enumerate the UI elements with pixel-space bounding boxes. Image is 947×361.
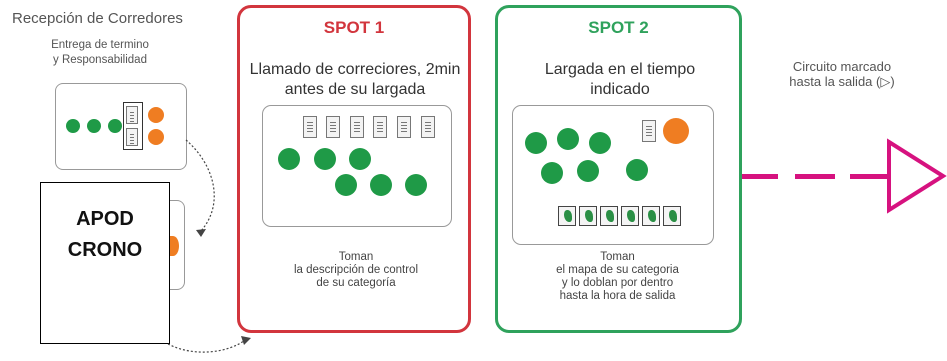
reception-subtitle-line2: y Responsabilidad [53,54,147,66]
desk-icon [123,102,143,150]
arrow-head-icon [241,336,251,345]
triangle-arrow-icon [887,138,947,214]
spot2-note-line3: y lo doblan por dentro [561,277,674,289]
runner-dot [66,119,80,133]
runner-dot [314,148,336,170]
runner-dot [349,148,371,170]
spot1-desc-line2: antes de su largada [284,81,426,98]
reception-subtitle: Entrega de termino y Responsabilidad [36,38,164,68]
runner-dot [405,174,427,196]
spot1-panel [262,105,452,227]
dashed-route-segment [850,174,888,179]
official-dot [663,118,689,144]
reception-title: Recepción de Corredores [12,10,183,27]
map-sheet-icon [600,206,618,226]
spot2-description: Largada en el tiempo indicado [505,60,735,100]
dashed-route-segment [795,174,835,179]
runner-dot [541,162,563,184]
dashed-route-segment [742,174,778,179]
runner-dot [626,159,648,181]
runner-dot [577,160,599,182]
hidden-panel-edge [167,200,185,290]
runner-dot [335,174,357,196]
spot2-note-line4: hasta la hora de salida [559,290,676,302]
spot2-title: SPOT 2 [588,18,649,37]
apod-line2: CRONO [67,239,143,261]
control-card-icon [350,116,364,138]
spot2-note-line2: el mapa de su categoria [556,264,679,276]
apod-line1: APOD [76,208,134,230]
official-dot [148,107,164,123]
runner-dot [370,174,392,196]
runner-dot [557,128,579,150]
spot1-desc-line1: Llamado de correciores, 2min [249,61,461,78]
apod-label: APOD CRONO [40,204,170,266]
map-sheet-icon [558,206,576,226]
map-sheet-icon [663,206,681,226]
spot1-note: Toman la descripción de control de su ca… [250,251,462,290]
circuit-line1: Circuito marcado [792,59,892,74]
curved-arrow [167,339,246,353]
control-card-icon [421,116,435,138]
official-dot [167,236,179,256]
control-card-icon [303,116,317,138]
runner-dot [87,119,101,133]
control-card-icon [326,116,340,138]
spot1-note-line2: la descripción de control [293,264,418,276]
spot1-note-line3: de su categoría [316,277,396,289]
circuit-description: Circuito marcado hasta la salida (▷) [752,59,932,89]
runner-dot [525,132,547,154]
control-card-icon [397,116,411,138]
runner-dot [589,132,611,154]
apod-box [40,182,170,344]
spot1-note-line1: Toman [338,251,374,263]
reception-panel [55,83,187,170]
arrow-head-icon [196,229,206,237]
spot2-panel [512,105,714,245]
runner-dot [108,119,122,133]
spot2-note: Toman el mapa de su categoria y lo dobla… [500,251,735,303]
spot2-note-line1: Toman [600,251,635,263]
control-card-icon [373,116,387,138]
spot2-desc-line2: indicado [590,81,650,98]
control-card-icon [126,128,138,146]
map-sheet-icon [579,206,597,226]
spot1-description: Llamado de correciores, 2min antes de su… [245,60,465,100]
reception-subtitle-line1: Entrega de termino [51,39,149,51]
map-sheet-icon [621,206,639,226]
spot2-desc-line1: Largada en el tiempo [544,61,696,78]
spot1-title: SPOT 1 [323,18,385,37]
control-card-icon [642,120,656,142]
control-card-icon [126,106,138,124]
map-sheet-icon [642,206,660,226]
curved-arrow [185,139,215,233]
official-dot [148,129,164,145]
runner-dot [278,148,300,170]
circuit-line2: hasta la salida (▷) [789,74,895,89]
